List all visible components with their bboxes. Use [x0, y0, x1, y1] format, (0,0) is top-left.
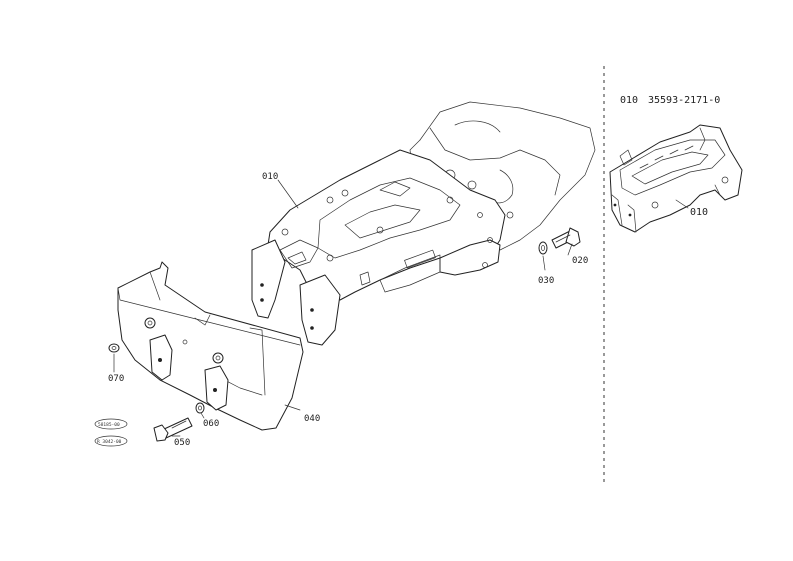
- callout-030: 030: [538, 276, 554, 286]
- washer-030: [538, 241, 548, 255]
- reference-stamp-2: R 3042-00: [94, 435, 128, 447]
- inset-callout-010: 010: [690, 207, 708, 218]
- callout-070: 070: [108, 374, 124, 384]
- stamp-1-text: 58185-00: [98, 422, 120, 428]
- callout-020: 020: [572, 256, 588, 266]
- front-bracket-frame: [251, 149, 506, 346]
- inset-bracket-frame: [609, 124, 743, 233]
- bolt-020: [551, 227, 581, 249]
- front-weight-040: [117, 261, 304, 431]
- callout-060: 060: [203, 419, 219, 429]
- washer-070: [108, 343, 120, 353]
- stamp-2-text: R 3042-00: [97, 439, 122, 445]
- callout-050: 050: [174, 438, 190, 448]
- reference-stamp-1: 58185-00: [94, 418, 128, 430]
- callout-040: 040: [304, 414, 320, 424]
- callout-010: 010: [262, 172, 278, 182]
- washer-060: [195, 402, 205, 414]
- ref-part-label: 010: [620, 95, 638, 106]
- inset-leader: [675, 199, 689, 209]
- leader-lines: [113, 179, 573, 437]
- ref-part-code: 35593-2171-0: [648, 95, 720, 106]
- bolt-050: [153, 417, 193, 442]
